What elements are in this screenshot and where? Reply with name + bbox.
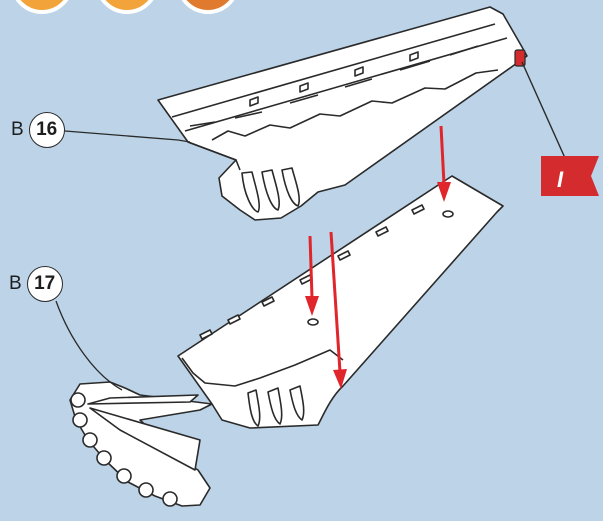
callout-part-16: B 16 xyxy=(11,112,65,148)
callout-number: 17 xyxy=(27,266,63,302)
callout-prefix: B xyxy=(11,119,24,141)
badge-icon xyxy=(178,0,238,12)
flag-leader-line xyxy=(522,62,565,158)
callout-number: 16 xyxy=(29,112,65,148)
flag-label: I xyxy=(554,167,566,193)
wing-part-lower xyxy=(70,176,503,506)
red-tab xyxy=(515,50,525,66)
flag-icon xyxy=(541,156,599,196)
badge-icon xyxy=(12,0,72,12)
callout-17-leader xyxy=(56,301,122,390)
badge-icon xyxy=(97,0,157,12)
callout-prefix: B xyxy=(9,273,22,295)
top-badges xyxy=(12,0,238,12)
callout-16-leader xyxy=(65,131,190,142)
callout-part-17: B 17 xyxy=(9,266,63,302)
